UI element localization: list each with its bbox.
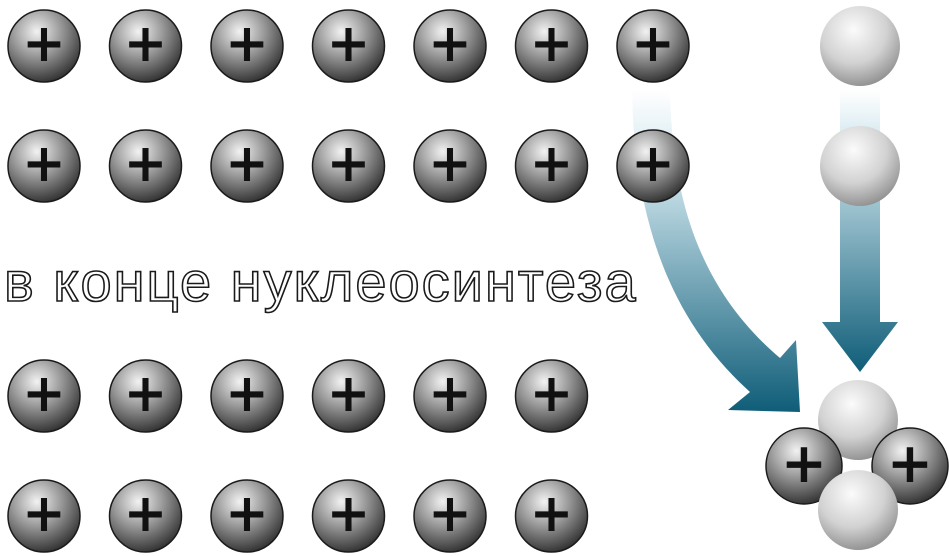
- proton: +: [211, 10, 283, 82]
- proton: +: [516, 130, 588, 202]
- proton: +: [313, 130, 385, 202]
- plus-sign: +: [530, 14, 574, 74]
- plus-sign: +: [530, 134, 574, 194]
- proton: +: [516, 480, 588, 552]
- proton: +: [414, 480, 486, 552]
- plus-sign: +: [124, 134, 168, 194]
- plus-sign: +: [327, 14, 371, 74]
- plus-sign: +: [428, 484, 472, 544]
- proton: +: [617, 10, 689, 82]
- proton: +: [414, 130, 486, 202]
- proton: +: [414, 360, 486, 432]
- proton: +: [414, 10, 486, 82]
- proton: +: [110, 130, 182, 202]
- plus-sign: +: [327, 134, 371, 194]
- plus-sign: +: [428, 134, 472, 194]
- plus-sign: +: [327, 364, 371, 424]
- proton: +: [8, 10, 80, 82]
- plus-sign: +: [781, 431, 827, 495]
- plus-sign: +: [124, 484, 168, 544]
- proton: +: [8, 130, 80, 202]
- plus-sign: +: [22, 364, 66, 424]
- plus-sign: +: [530, 484, 574, 544]
- proton: +: [8, 360, 80, 432]
- plus-sign: +: [327, 484, 371, 544]
- nucleus-neutron: [818, 470, 898, 550]
- plus-sign: +: [225, 484, 269, 544]
- proton: +: [110, 480, 182, 552]
- plus-sign: +: [631, 14, 675, 74]
- proton: +: [313, 480, 385, 552]
- proton: +: [617, 130, 689, 202]
- proton: +: [211, 360, 283, 432]
- proton: +: [110, 360, 182, 432]
- proton: +: [516, 10, 588, 82]
- plus-sign: +: [428, 364, 472, 424]
- plus-sign: +: [225, 364, 269, 424]
- proton: +: [8, 480, 80, 552]
- plus-sign: +: [124, 364, 168, 424]
- plus-sign: +: [428, 14, 472, 74]
- proton: +: [313, 10, 385, 82]
- plus-sign: +: [631, 134, 675, 194]
- proton: +: [211, 480, 283, 552]
- caption-text: в конце нуклеосинтеза: [4, 252, 684, 312]
- plus-sign: +: [22, 134, 66, 194]
- proton: +: [211, 130, 283, 202]
- plus-sign: +: [124, 14, 168, 74]
- plus-sign: +: [887, 431, 933, 495]
- plus-sign: +: [225, 14, 269, 74]
- plus-sign: +: [22, 484, 66, 544]
- proton: +: [313, 360, 385, 432]
- plus-sign: +: [225, 134, 269, 194]
- neutron: [820, 6, 900, 86]
- plus-sign: +: [530, 364, 574, 424]
- proton: +: [516, 360, 588, 432]
- neutron: [820, 126, 900, 206]
- plus-sign: +: [22, 14, 66, 74]
- proton: +: [110, 10, 182, 82]
